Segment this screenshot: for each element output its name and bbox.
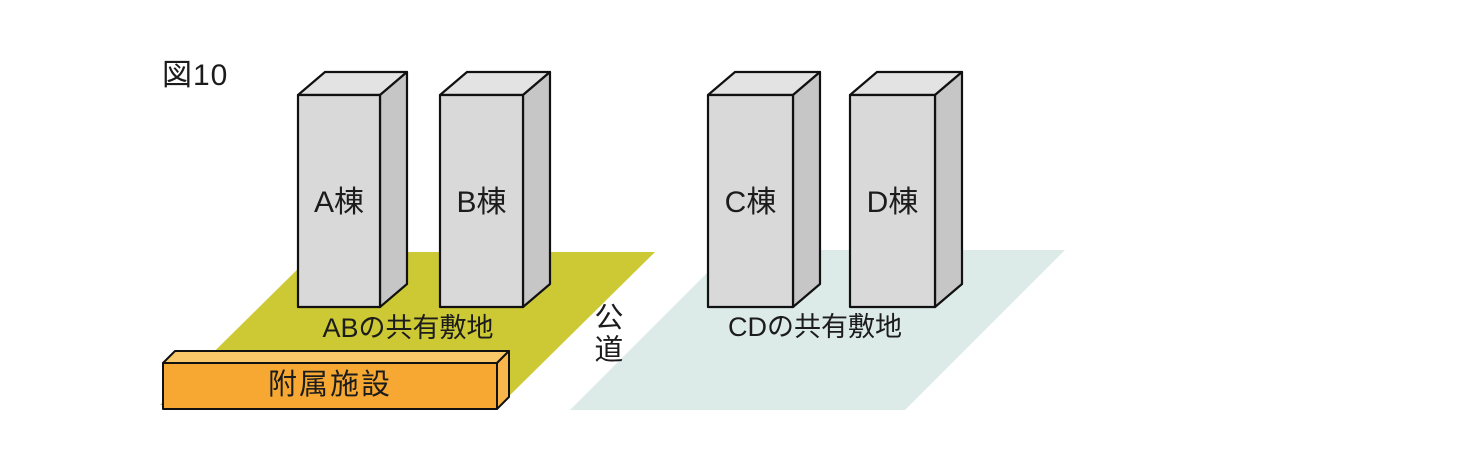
- building-c-front: [706, 93, 795, 309]
- site-ab-label: ABの共有敷地: [322, 313, 494, 343]
- building-a-front: [296, 93, 382, 309]
- building-d-label: D棟: [866, 186, 919, 219]
- annex-label: 附属施設: [267, 369, 392, 401]
- building-a-side: [378, 70, 409, 309]
- building-d-front: [848, 93, 937, 309]
- public-road-label: 公道: [589, 302, 622, 366]
- building-b-side: [521, 70, 552, 309]
- building-b-label: B棟: [456, 186, 507, 219]
- building-b-front: [438, 93, 525, 309]
- annex-box-top: [162, 350, 510, 364]
- building-a-label: A棟: [313, 186, 364, 219]
- site-cd-label: CDの共有敷地: [728, 312, 902, 342]
- annex-box-front: [162, 362, 498, 410]
- building-c-side: [791, 70, 822, 309]
- building-d-side: [933, 70, 964, 309]
- building-c-label: C棟: [724, 186, 777, 219]
- figure-title: 図10: [162, 59, 229, 92]
